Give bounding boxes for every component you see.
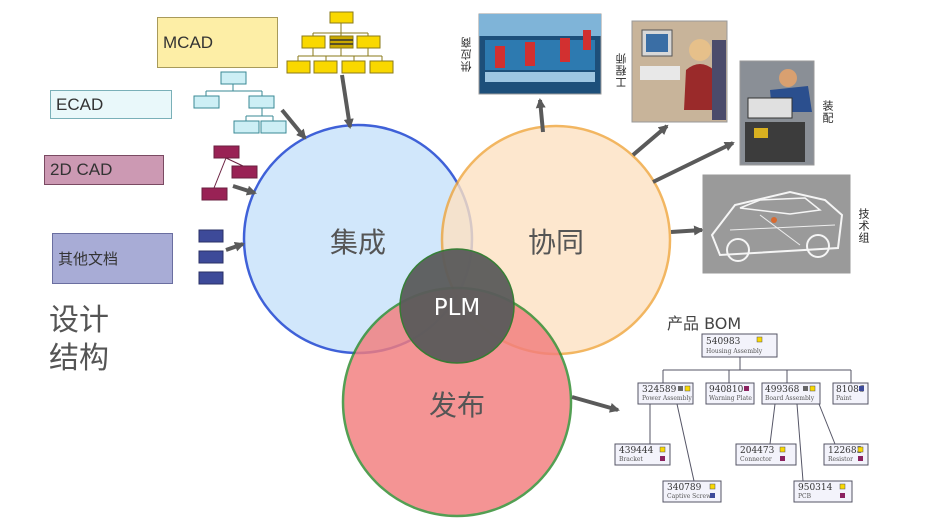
design-structure-line2: 结构 <box>49 341 109 376</box>
bom-node: 499368 Board Assembly <box>761 382 821 405</box>
bom-tree: 540983 Housing Assembly 324589 Power Ass… <box>614 333 869 503</box>
bom-node-name: PCB <box>798 493 812 500</box>
bom-node: 950314 PCB <box>793 480 853 503</box>
mcad-label: MCAD <box>163 32 214 52</box>
bom-node-name: Power Assembly <box>642 395 692 402</box>
bom-node-name: Board Assembly <box>765 395 815 402</box>
bom-node-number: 940810 <box>709 385 744 395</box>
arrow-tech-group <box>670 225 704 236</box>
bom-node: 204473 Connector <box>735 443 797 466</box>
arrows <box>225 74 735 413</box>
arrow-bom <box>571 395 620 413</box>
bom-node-number: 540983 <box>706 337 741 347</box>
plm-core-circle <box>399 248 515 364</box>
bom-node-name: Captive Screw <box>667 493 712 500</box>
other-docs-box: 其他文档 <box>52 233 173 284</box>
tech-group-label: 技术组 <box>857 208 870 244</box>
collaboration-label: 协同 <box>528 226 584 259</box>
mcad-box: MCAD <box>157 17 278 68</box>
arrow-engineer <box>631 124 669 157</box>
assembly-photo <box>739 60 815 166</box>
assembly-label: 装配 <box>821 100 834 124</box>
bom-node: 340789 Captive Screw <box>662 480 722 503</box>
integration-label: 集成 <box>330 226 386 259</box>
bom-node: 324589 Power Assembly <box>637 382 694 405</box>
bom-node: 122683 Resistor <box>823 443 869 466</box>
release-label: 发布 <box>429 389 485 422</box>
bom-node-name: Warning Plate <box>709 395 752 402</box>
bom-node-name: Paint <box>836 395 852 402</box>
bom-connectors <box>649 357 852 482</box>
arrow-supplier <box>535 98 546 133</box>
bom-node: 439444 Bracket <box>614 443 671 466</box>
bom-node-number: 950314 <box>798 483 833 493</box>
cad2d-icon <box>201 145 258 201</box>
bom-node-number: 499368 <box>765 385 800 395</box>
arrow-2dcad <box>232 184 257 196</box>
ecad-label: ECAD <box>56 94 104 114</box>
engineer-photo <box>631 20 728 123</box>
bom-node: 81086 Paint <box>832 382 869 405</box>
engineer-label: 工程师 <box>615 52 628 88</box>
bom-node-number: 340789 <box>667 483 702 493</box>
bom-title: 产品 BOM <box>667 314 742 333</box>
arrow-assembly <box>652 141 735 184</box>
supplier-photo <box>478 13 602 95</box>
bom-node-name: Resistor <box>828 456 853 463</box>
bom-node-number: 81086 <box>836 385 865 395</box>
arrow-mcad <box>340 74 354 129</box>
design-structure-label: 设计 结构 <box>49 302 109 378</box>
design-structure-line1: 设计 <box>49 303 109 338</box>
ecad-tree-icon <box>193 71 287 134</box>
bom-node-number: 439444 <box>619 446 654 456</box>
tech-group-photo <box>702 174 851 274</box>
bom-node: 940810 Warning Plate <box>705 382 755 405</box>
bom-node-number: 204473 <box>740 446 775 456</box>
arrow-other-docs <box>225 241 245 252</box>
other-docs-icon <box>198 229 224 285</box>
arrow-ecad <box>280 108 307 140</box>
bom-node-name: Bracket <box>619 456 643 463</box>
other-docs-label: 其他文档 <box>58 251 119 268</box>
cad2d-label: 2D CAD <box>50 160 113 179</box>
bom-node-name: Housing Assembly <box>706 348 763 355</box>
bom-node: 540983 Housing Assembly <box>701 333 778 358</box>
plm-label: PLM <box>434 295 481 321</box>
cad2d-box: 2D CAD <box>44 155 164 185</box>
bom-node-number: 324589 <box>642 385 677 395</box>
mcad-tree-icon <box>286 11 394 74</box>
bom-node-number: 122683 <box>828 446 863 456</box>
supplier-label: 供应商 <box>460 36 473 72</box>
ecad-box: ECAD <box>50 90 172 119</box>
bom-node-name: Connector <box>740 456 772 463</box>
